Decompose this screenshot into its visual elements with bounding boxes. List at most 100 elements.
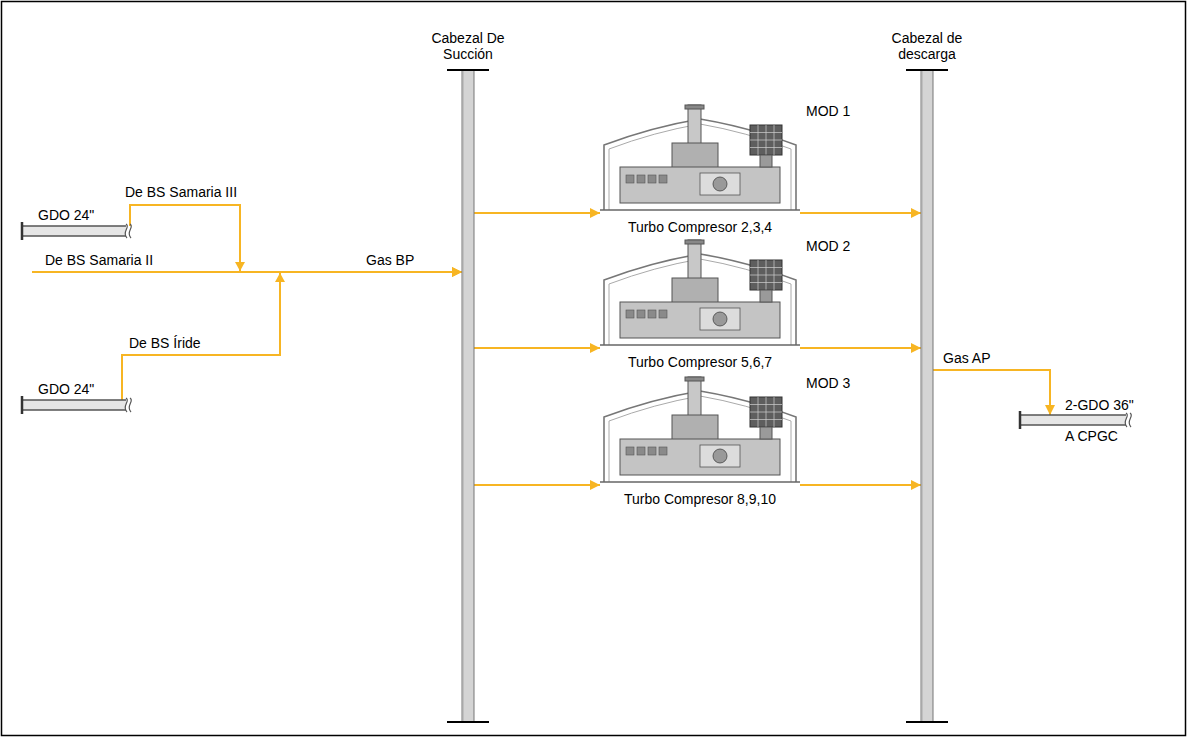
compressor-body — [700, 445, 740, 467]
module-name: MOD 2 — [806, 238, 850, 254]
cooler-grid — [750, 412, 782, 413]
exhaust-stack — [688, 105, 701, 147]
header-body — [921, 70, 933, 722]
gas-flow-line — [474, 212, 600, 214]
header-shade — [922, 70, 923, 722]
pipe-wall — [1020, 424, 1126, 426]
header-title: Cabezal de descarga — [887, 30, 967, 62]
compressor-skid — [620, 167, 780, 203]
gas-pipeline: GDO 24" — [22, 400, 135, 410]
header-shade — [463, 70, 464, 722]
cooler — [750, 125, 782, 155]
pipe-drawing — [1020, 415, 1135, 425]
flow-label: De BS Samaria III — [124, 184, 238, 200]
header-body — [462, 70, 474, 722]
pipe-cap — [21, 396, 24, 414]
turbine-housing — [672, 143, 718, 169]
header-cap — [906, 721, 948, 723]
pipe-drawing — [22, 400, 135, 410]
skid-panel — [659, 447, 667, 455]
cooler-support — [760, 290, 772, 302]
cooler-grid — [774, 397, 775, 427]
exhaust-stack — [685, 105, 704, 109]
header-cap — [447, 69, 489, 71]
pipe-wall — [22, 235, 126, 237]
compressor-module: MOD 1Turbo Compresor 2,3,4 — [600, 105, 800, 218]
pipe-wall — [22, 225, 126, 227]
module-name: MOD 3 — [806, 375, 850, 391]
building-drawing — [600, 377, 800, 490]
pipe-cap — [1019, 411, 1022, 429]
pipe-cap — [21, 222, 24, 240]
pipe-wall — [22, 409, 126, 411]
compressor-body — [700, 308, 740, 330]
cooler-grid — [774, 260, 775, 290]
header-pipe: Cabezal de descarga — [921, 70, 933, 722]
gas-flow-line — [130, 205, 462, 272]
cooler-grid — [750, 275, 782, 276]
turbine-housing — [672, 415, 718, 441]
header-title: Cabezal De Succión — [428, 30, 508, 62]
gas-flow-line — [474, 347, 600, 349]
cooler-grid — [750, 419, 782, 420]
gas-flow-line — [800, 484, 921, 486]
exhaust-stack — [688, 240, 701, 282]
header-drawing — [921, 70, 933, 722]
compressor-body — [713, 177, 727, 191]
pipe-break — [1129, 413, 1131, 427]
pipe-body — [1020, 415, 1126, 425]
compressor-body — [713, 312, 727, 326]
header-cap — [447, 721, 489, 723]
flow-label: De BS Samaria II — [44, 252, 154, 268]
gas-flow-line — [800, 347, 921, 349]
turbine-housing — [672, 278, 718, 304]
pipe-break — [1125, 413, 1127, 427]
compressor-label: Turbo Compresor 2,3,4 — [600, 219, 800, 235]
flow-label: De BS Íride — [128, 335, 202, 351]
compressor-module: MOD 3Turbo Compresor 8,9,10 — [600, 377, 800, 490]
cooler — [750, 260, 782, 290]
pipe-body — [22, 400, 126, 410]
building-drawing — [600, 240, 800, 353]
compressor-skid — [620, 439, 780, 475]
pipe-break — [129, 398, 131, 412]
exhaust-stack — [685, 240, 704, 244]
flow-label: Gas BP — [365, 252, 415, 268]
pipeline-label: GDO 24" — [38, 207, 94, 223]
compressor-body — [713, 449, 727, 463]
skid-panel — [637, 447, 645, 455]
pipe-break — [125, 224, 127, 238]
skid-panel — [626, 175, 634, 183]
exhaust-stack — [685, 377, 704, 381]
header-drawing — [462, 70, 474, 722]
pipe-body — [22, 226, 126, 236]
pipeline-label: 2-GDO 36" — [1065, 397, 1134, 413]
skid-panel — [626, 310, 634, 318]
shed-floor — [600, 344, 800, 346]
cooler-support — [760, 427, 772, 439]
skid-panel — [648, 175, 656, 183]
skid-panel — [637, 175, 645, 183]
skid-panel — [648, 310, 656, 318]
module-name: MOD 1 — [806, 103, 850, 119]
gas-flow-line — [474, 484, 600, 486]
gas-pipeline: 2-GDO 36"A CPGC — [1020, 415, 1135, 425]
skid-panel — [659, 310, 667, 318]
skid-panel — [626, 447, 634, 455]
header-cap — [906, 69, 948, 71]
skid-panel — [648, 447, 656, 455]
pipe-break — [129, 224, 131, 238]
compressor-label: Turbo Compresor 8,9,10 — [600, 491, 800, 507]
exhaust-stack — [688, 377, 701, 419]
pipeline-label: A CPGC — [1065, 428, 1118, 444]
gas-flow-line — [933, 370, 1050, 415]
cooler-grid — [750, 147, 782, 148]
shed-floor — [600, 481, 800, 483]
cooler-grid — [750, 140, 782, 141]
